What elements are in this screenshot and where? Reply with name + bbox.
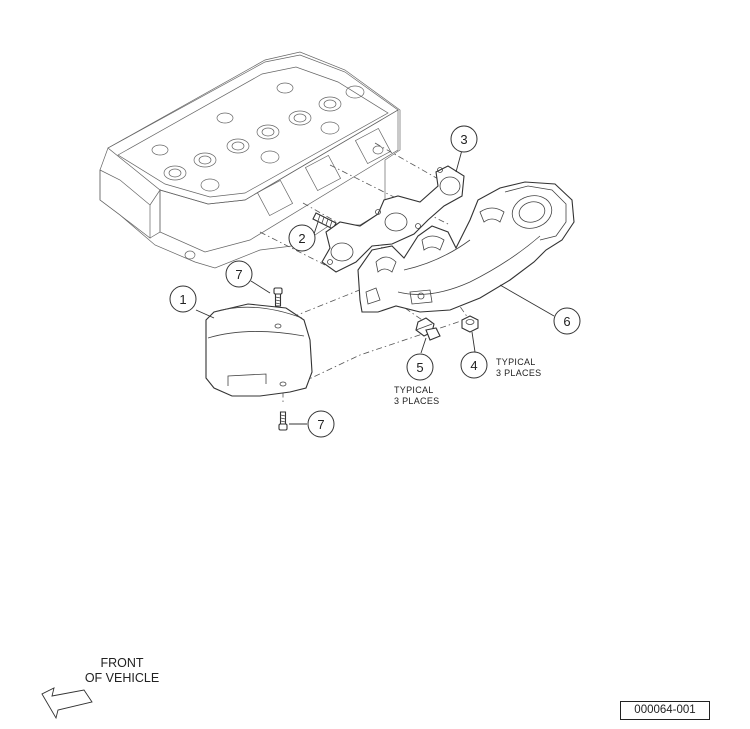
svg-text:TYPICAL: TYPICAL (394, 385, 434, 395)
svg-text:7: 7 (235, 267, 242, 282)
svg-text:TYPICAL: TYPICAL (496, 357, 536, 367)
callout-1: 1 (169, 285, 197, 313)
callout-7-top: 7 (225, 260, 253, 288)
svg-text:3 PLACES: 3 PLACES (496, 368, 541, 378)
screw-part-7-top (273, 287, 283, 307)
heat-shield-part-1 (205, 303, 313, 397)
svg-text:7: 7 (317, 417, 324, 432)
callout-6: 6 (553, 307, 581, 335)
leader-lines (195, 149, 555, 425)
figure-id-box: 000064-001 (620, 701, 710, 720)
exhaust-manifold-part-6 (357, 181, 575, 313)
svg-text:6: 6 (563, 314, 570, 329)
note-typical-5: TYPICAL 3 PLACES (394, 385, 439, 406)
svg-text:1: 1 (179, 292, 186, 307)
callout-5: 5 (406, 353, 434, 381)
svg-text:2: 2 (298, 231, 305, 246)
callout-2: 2 (288, 224, 316, 252)
cylinder-head (99, 51, 401, 269)
callout-3: 3 (450, 125, 478, 153)
callout-4: 4 (460, 351, 488, 379)
svg-text:3: 3 (460, 132, 467, 147)
front-of-vehicle-label-line1: FRONT (100, 656, 144, 670)
nut-part-4 (461, 315, 479, 333)
gasket-part-3 (321, 165, 465, 273)
arrow-left-icon (41, 687, 93, 720)
note-typical-4: TYPICAL 3 PLACES (496, 357, 541, 378)
svg-text:4: 4 (470, 358, 477, 373)
bolt-part-5 (415, 317, 441, 341)
svg-text:3 PLACES: 3 PLACES (394, 396, 439, 406)
screw-part-7-bottom (278, 411, 288, 431)
callout-7-bottom: 7 (307, 410, 335, 438)
front-of-vehicle-label-line2: OF VEHICLE (84, 671, 160, 685)
svg-text:5: 5 (416, 360, 423, 375)
